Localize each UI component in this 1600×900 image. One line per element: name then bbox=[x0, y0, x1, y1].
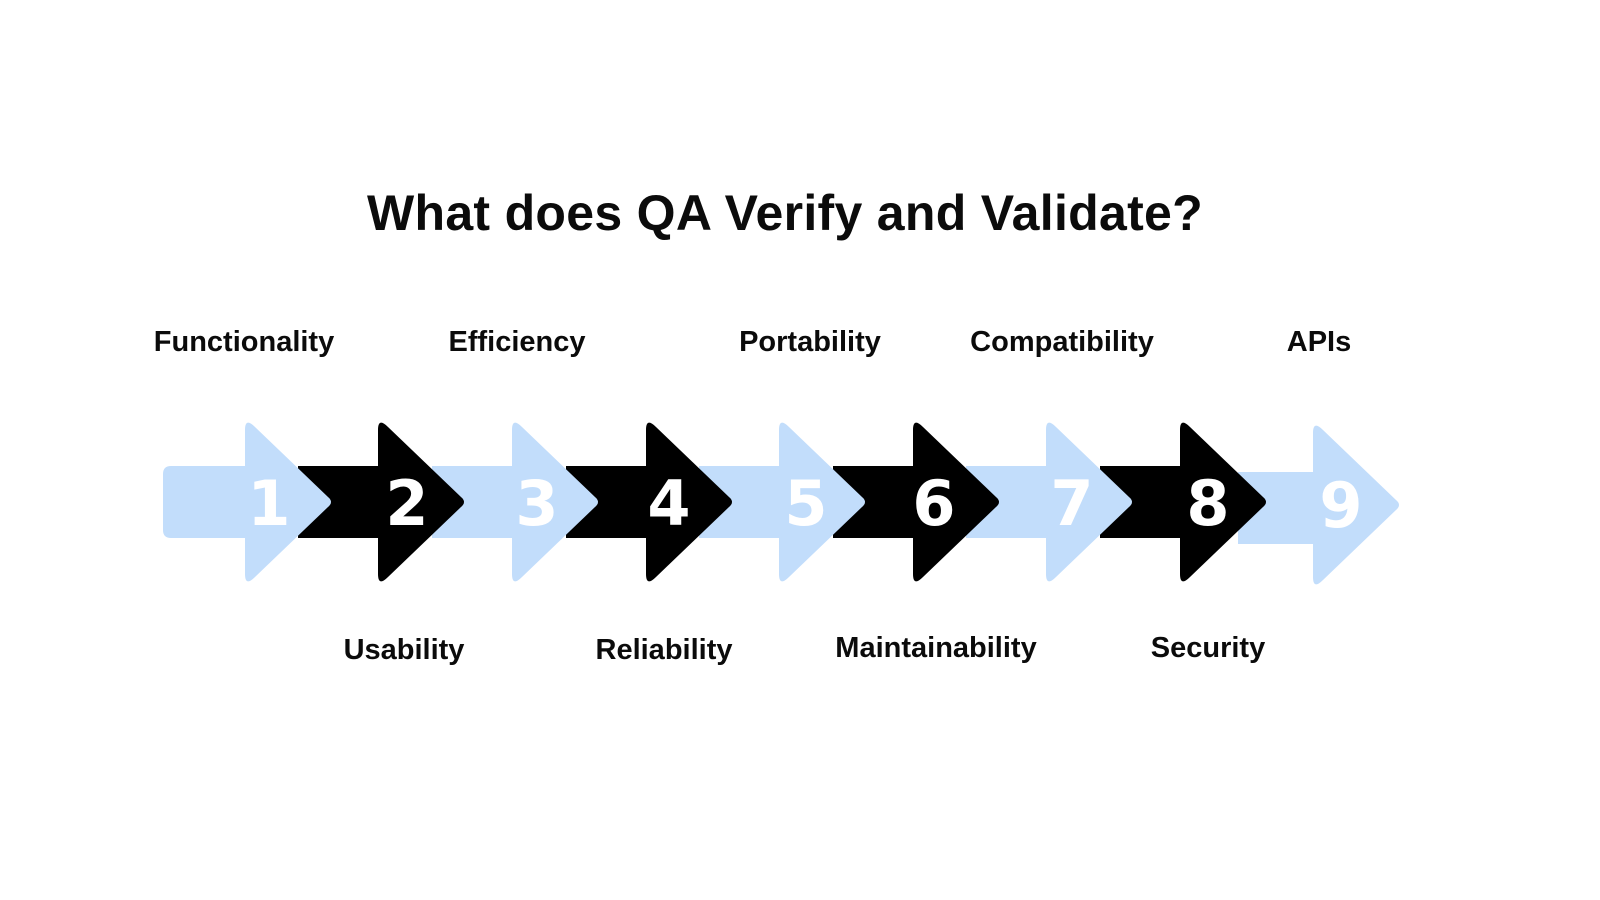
step-number-6: 6 bbox=[912, 467, 955, 540]
step-label-efficiency: Efficiency bbox=[448, 326, 586, 358]
arrow-right-icon bbox=[432, 422, 598, 582]
arrow-right-icon bbox=[833, 422, 999, 582]
step-number-1: 1 bbox=[247, 467, 290, 540]
step-number-2: 2 bbox=[385, 467, 428, 540]
step-number-4: 4 bbox=[647, 467, 690, 540]
step-label-apis: APIs bbox=[1286, 326, 1352, 358]
step-arrow-2: 2 bbox=[298, 422, 464, 582]
step-number-8: 8 bbox=[1186, 467, 1229, 540]
step-label-functionality: Functionality bbox=[153, 326, 335, 358]
step-number-5: 5 bbox=[784, 467, 827, 540]
step-arrow-4: 4 bbox=[566, 422, 732, 582]
arrow-right-icon bbox=[1238, 425, 1399, 585]
step-arrow-1: 1 bbox=[163, 422, 331, 582]
step-number-7: 7 bbox=[1050, 467, 1093, 540]
step-arrow-6: 6 bbox=[833, 422, 999, 582]
step-label-maintainability: Maintainability bbox=[835, 632, 1037, 664]
step-label-usability: Usability bbox=[343, 634, 465, 666]
step-arrow-3: 3 bbox=[432, 422, 598, 582]
page-title: What does QA Verify and Validate? bbox=[366, 184, 1204, 241]
step-arrow-9: 9 bbox=[1238, 425, 1399, 585]
arrow-right-icon bbox=[298, 422, 464, 582]
step-label-portability: Portability bbox=[739, 326, 881, 358]
step-arrow-7: 7 bbox=[966, 422, 1132, 582]
step-number-3: 3 bbox=[515, 467, 558, 540]
arrow-right-icon bbox=[1100, 422, 1266, 582]
step-arrow-8: 8 bbox=[1100, 422, 1266, 582]
step-number-9: 9 bbox=[1319, 469, 1362, 542]
arrow-right-icon bbox=[699, 422, 865, 582]
step-label-security: Security bbox=[1150, 632, 1266, 664]
step-label-reliability: Reliability bbox=[595, 634, 733, 666]
arrow-right-icon bbox=[163, 422, 331, 582]
step-label-compatibility: Compatibility bbox=[970, 326, 1154, 358]
arrow-right-icon bbox=[566, 422, 732, 582]
step-arrow-5: 5 bbox=[699, 422, 865, 582]
arrow-right-icon bbox=[966, 422, 1132, 582]
